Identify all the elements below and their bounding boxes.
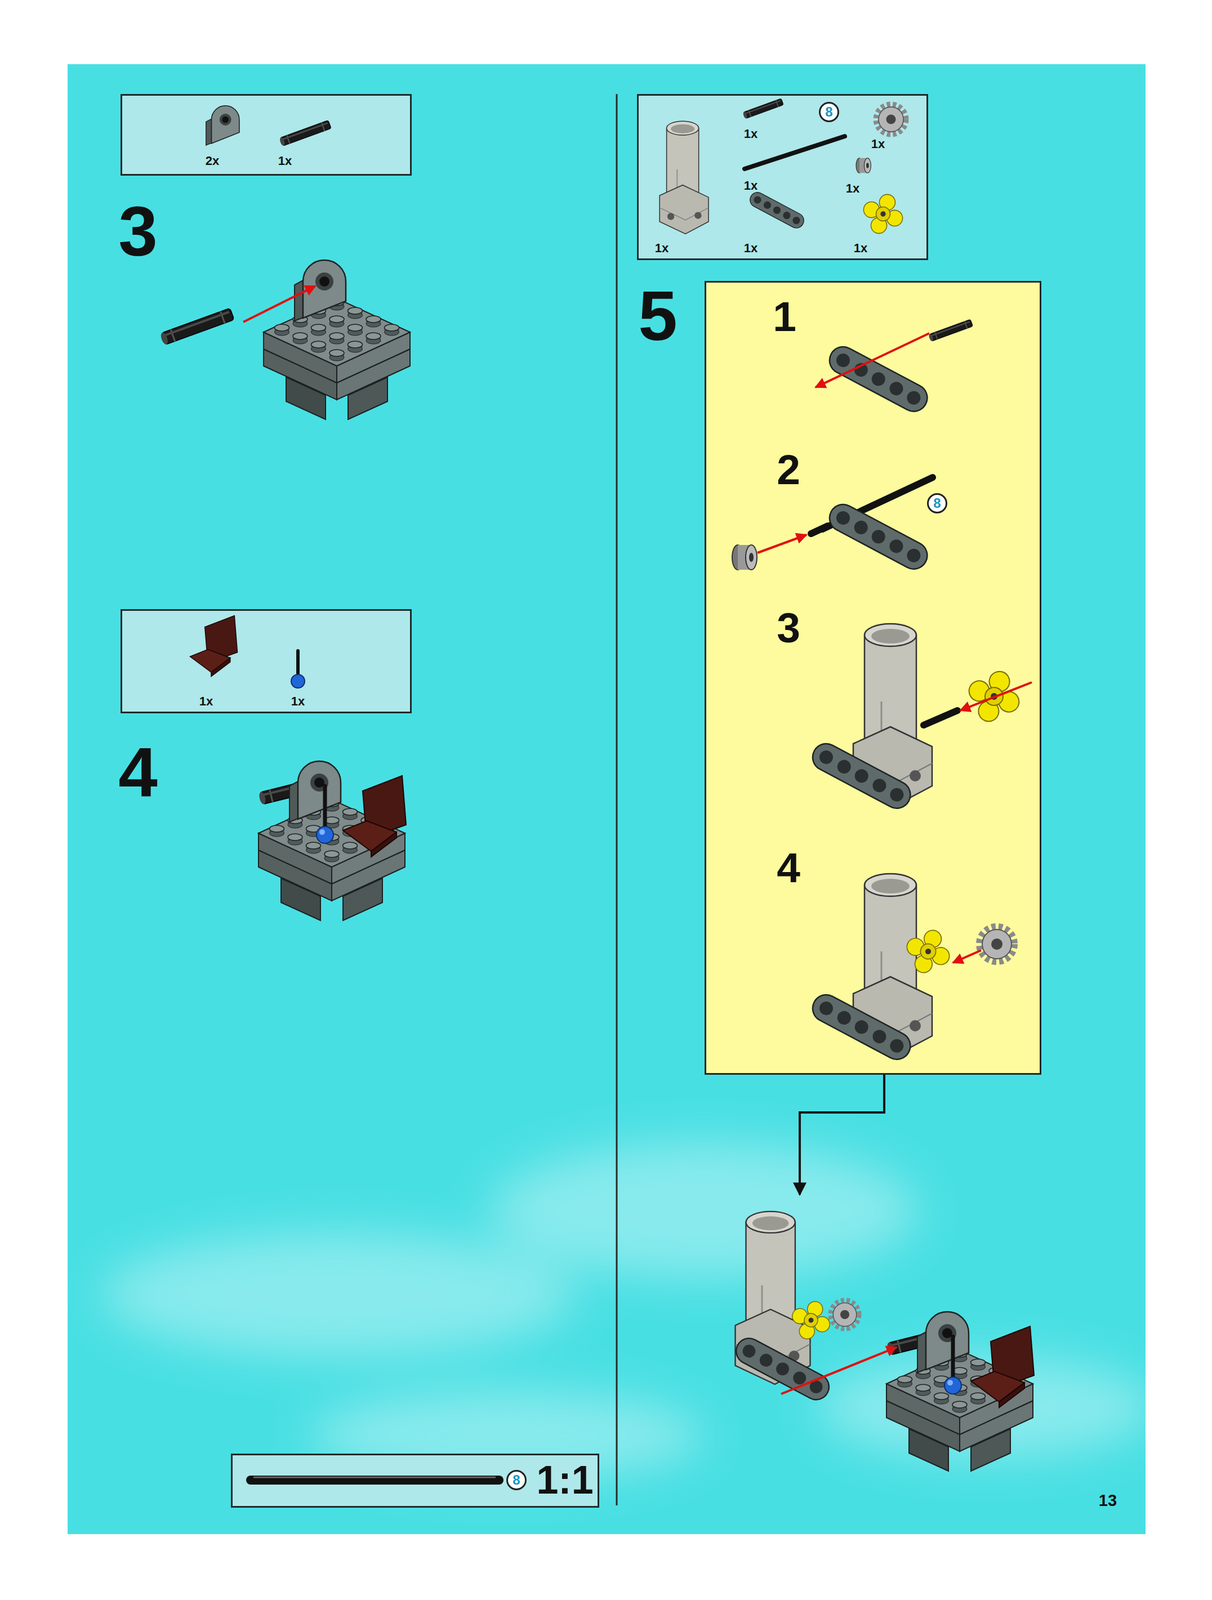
parts-box: 1x 8 1x 1x 1x 1x 1x 1x [636, 94, 929, 261]
axle-length-callout: 8 [818, 101, 840, 123]
quantity-label: 1x [291, 695, 305, 708]
quantity-label: 1x [871, 137, 885, 151]
substep-number: 4 [776, 847, 801, 890]
parts-box-fill [636, 94, 929, 261]
parts-box-fill [120, 609, 412, 714]
substep-panel: 1 2 3 4 8 [704, 281, 1042, 1076]
quantity-label: 1x [654, 242, 669, 255]
substep-panel-fill [704, 281, 1042, 1076]
beam [825, 342, 933, 417]
quantity-label: 1x [853, 242, 868, 255]
connector-pin-part [278, 120, 332, 147]
substep-number: 2 [776, 448, 801, 492]
bush-part [856, 158, 871, 173]
connector-pin [159, 308, 235, 346]
pin [928, 319, 974, 342]
background-panel [67, 64, 1146, 1535]
gear [979, 927, 1014, 962]
step-number: 4 [118, 736, 158, 808]
axle [923, 710, 958, 726]
insert-arrow [960, 682, 1032, 711]
parts-box-fill [120, 94, 412, 176]
quantity-label: 1x [845, 182, 860, 195]
axle-length-callout: 8 [927, 493, 948, 514]
page-number: 13 [1098, 1493, 1117, 1510]
clouds [101, 1143, 1155, 1482]
quantity-label: 2x [205, 154, 220, 168]
scale-box-fill [230, 1454, 600, 1509]
quantity-label: 1x [743, 179, 758, 193]
axle-highlight [253, 1477, 496, 1479]
lever-part [291, 651, 305, 689]
parts-box: 1x 1x [120, 609, 412, 714]
scale-box: 8 1:1 [230, 1454, 600, 1509]
parts-box: 2x 1x [120, 94, 412, 176]
pin-part [742, 98, 784, 119]
axle-scale [250, 1476, 499, 1486]
pin-bracket-part [206, 105, 240, 146]
insert-arrow [952, 950, 982, 964]
attach-arrow [781, 1347, 897, 1395]
insert-arrow [757, 535, 807, 554]
axle [811, 526, 828, 534]
quantity-label: 1x [278, 154, 292, 168]
axle-length-callout: 8 [506, 1470, 527, 1491]
yellow-hub-part [857, 188, 909, 240]
gear-part [876, 105, 906, 135]
insert-arrow [243, 286, 316, 323]
step-number: 5 [638, 280, 678, 351]
beam [808, 739, 916, 814]
substep-number: 3 [776, 607, 801, 650]
gear [831, 1301, 859, 1329]
step-number: 3 [118, 195, 158, 267]
flow-arrow [799, 1075, 885, 1196]
yellow-hub [899, 923, 957, 980]
seat-part [190, 616, 238, 677]
quantity-label: 1x [199, 695, 213, 708]
divider-line [616, 94, 618, 1506]
quantity-label: 1x [743, 242, 758, 255]
plate-base [263, 298, 411, 420]
pin-bracket [294, 260, 346, 322]
beam [808, 990, 916, 1066]
substep-number: 1 [772, 295, 797, 338]
yellow-hub [786, 1295, 836, 1346]
axle-part [744, 136, 845, 169]
scale-label: 1:1 [536, 1460, 594, 1501]
quantity-label: 1x [743, 127, 758, 141]
bush [732, 545, 757, 570]
cylinder-part [659, 121, 709, 234]
step4-assembly [257, 761, 407, 921]
beam-part [747, 189, 807, 231]
insert-arrow [815, 333, 930, 388]
beam [825, 500, 933, 575]
step4-assembly [885, 1312, 1035, 1472]
